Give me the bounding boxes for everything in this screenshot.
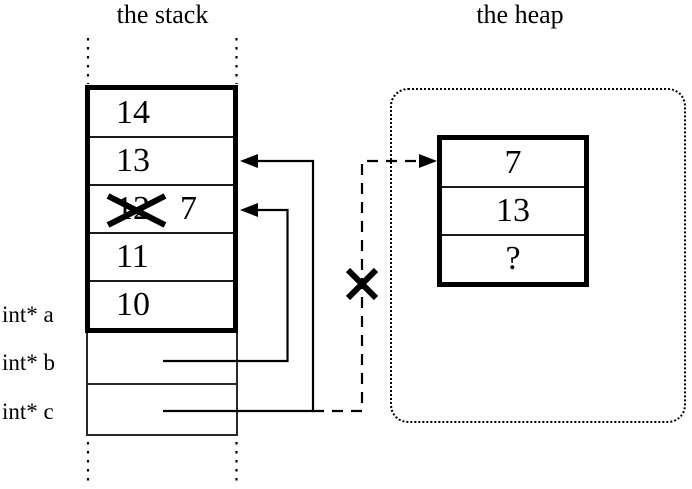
- variable-label-c: int* c: [2, 399, 54, 424]
- heap-pointer-cross-out-icon: [345, 267, 379, 301]
- stack-slot-b: [88, 333, 236, 385]
- stack-cell-14: 14: [90, 90, 233, 138]
- heap-cell-1: 13: [442, 188, 584, 236]
- heap-cell-2: ?: [442, 236, 584, 282]
- stack-slot-c: [88, 385, 236, 435]
- stack-cell-value: 13: [116, 142, 150, 179]
- stack-cell-old-value: 12: [116, 190, 150, 227]
- stack-title: the stack: [116, 0, 209, 29]
- arrowhead-icon: [240, 203, 258, 217]
- stack-cell-10: 10: [90, 282, 233, 328]
- heap-box: 7 13 ?: [437, 135, 589, 287]
- stack-cell-overwritten: 12 7: [90, 186, 233, 234]
- stack-pointer-slots: [86, 333, 238, 436]
- stack-cell-value: 11: [116, 238, 149, 275]
- stack-cell-value: 14: [116, 94, 150, 131]
- stack-cell-13: 13: [90, 138, 233, 186]
- arrowhead-icon: [240, 154, 258, 168]
- stack-box: 14 13 12 7 11 10: [85, 85, 238, 333]
- stack-cell-new-value: 7: [180, 190, 197, 227]
- heap-cell-value: ?: [505, 240, 521, 277]
- variable-label-a: int* a: [2, 302, 54, 327]
- heap-cell-0: 7: [442, 140, 584, 188]
- heap-title: the heap: [476, 0, 564, 29]
- stack-cell-11: 11: [90, 234, 233, 282]
- variable-label-b: int* b: [2, 350, 56, 375]
- stack-cell-value: 10: [116, 286, 150, 323]
- heap-cell-value: 13: [496, 192, 530, 229]
- heap-cell-value: 7: [504, 144, 522, 181]
